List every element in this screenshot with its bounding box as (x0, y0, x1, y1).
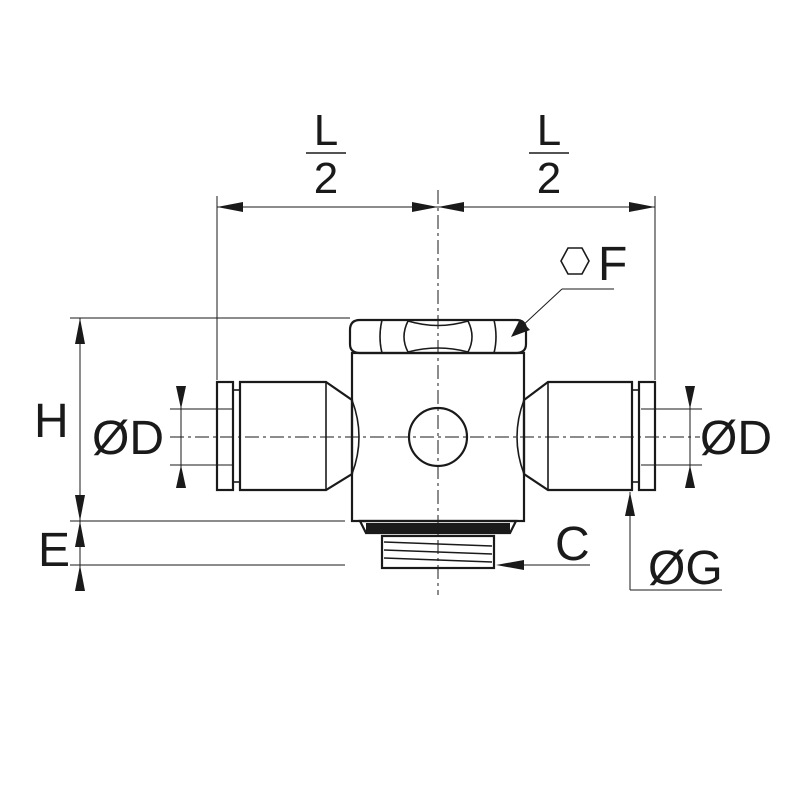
hexagon-icon (560, 247, 590, 275)
height-label: H (34, 395, 69, 448)
height-dimension: H (34, 317, 350, 521)
hex-callout: F (511, 238, 627, 337)
threaded-stud (358, 519, 518, 570)
thread-height-label: E (38, 524, 70, 577)
thread-callout: C (496, 518, 590, 571)
length-dimension: L 2 L 2 (216, 106, 656, 380)
left-half-length-denominator: 2 (314, 154, 338, 203)
right-half-length-numerator: L (537, 106, 561, 155)
left-tube-diameter-dimension: ØD (92, 386, 232, 488)
outer-diameter-dimension: ØG (625, 492, 723, 595)
left-push-in-connector (215, 380, 354, 492)
right-tube-diameter-dimension: ØD (641, 386, 772, 488)
right-tube-diameter-label: ØD (700, 412, 772, 465)
right-half-length-denominator: 2 (537, 154, 561, 203)
hex-nut (348, 318, 528, 355)
thread-label: C (555, 518, 590, 571)
hex-size-label: F (598, 238, 627, 291)
thread-height-dimension: E (38, 520, 345, 591)
center-port (407, 406, 469, 468)
outer-diameter-label: ØG (648, 542, 723, 595)
right-push-in-connector (522, 380, 657, 492)
left-half-length-numerator: L (314, 106, 338, 155)
left-tube-diameter-label: ØD (92, 412, 164, 465)
